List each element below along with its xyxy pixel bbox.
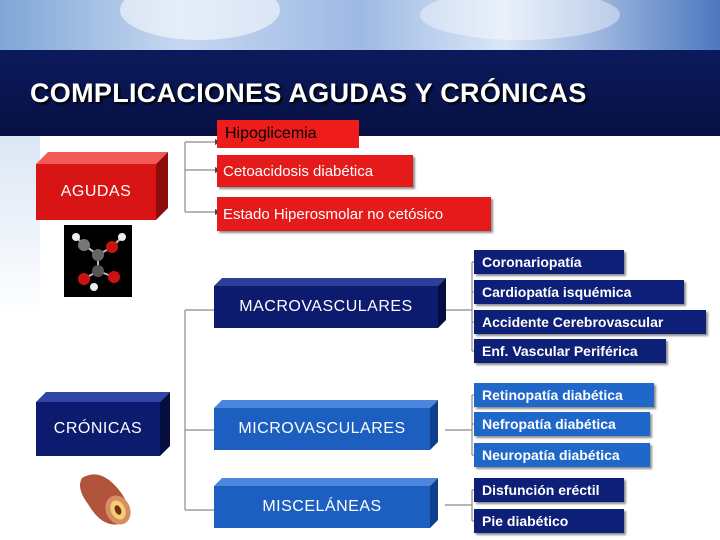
left-decor-strip — [0, 136, 40, 316]
item-coronariopatia: Coronariopatía — [474, 250, 624, 274]
banner-glow — [420, 0, 620, 40]
item-estado-hiperosmolar: Estado Hiperosmolar no cetósico — [217, 197, 491, 231]
group-miscelaneas-label: MISCELÁNEAS — [262, 498, 382, 515]
category-agudas-label: AGUDAS — [60, 183, 132, 200]
item-neuropatia: Neuropatía diabética — [474, 443, 650, 467]
category-cronicas-shape — [36, 392, 170, 456]
group-microvasculares-label: MICROVASCULARES — [238, 420, 406, 437]
item-nefropatia: Nefropatía diabética — [474, 412, 650, 436]
item-pie-diabetico: Pie diabético — [474, 509, 624, 533]
blood-vessel-icon — [72, 460, 142, 530]
molecule-icon — [64, 225, 132, 297]
group-macrovasculares-shape — [214, 278, 446, 328]
item-cetoacidosis: Cetoacidosis diabética — [217, 155, 413, 187]
item-retinopatia: Retinopatía diabética — [474, 383, 654, 407]
page-title: COMPLICACIONES AGUDAS Y CRÓNICAS — [30, 78, 587, 108]
item-enf-vascular-periferica: Enf. Vascular Periférica — [474, 339, 666, 363]
group-miscelaneas: MISCELÁNEAS — [214, 478, 438, 528]
item-disfuncion-erectil: Disfunción eréctil — [474, 478, 624, 502]
item-hipoglicemia: Hipoglicemia — [217, 120, 359, 148]
category-agudas-shape — [36, 152, 168, 220]
molecule-graphic — [72, 233, 126, 291]
title-bar — [0, 50, 720, 136]
category-agudas: AGUDAS — [36, 152, 168, 220]
group-microvasculares-shape — [214, 400, 438, 450]
blood-vessel-graphic — [80, 474, 131, 525]
item-accidente-cerebrovascular: Accidente Cerebrovascular — [474, 310, 706, 334]
header-banner — [0, 0, 720, 50]
group-macrovasculares: MACROVASCULARES — [214, 278, 446, 328]
category-cronicas-label: CRÓNICAS — [53, 420, 143, 437]
group-microvasculares: MICROVASCULARES — [214, 400, 438, 450]
item-cardiopatia-isquemica: Cardiopatía isquémica — [474, 280, 684, 304]
category-cronicas: CRÓNICAS — [36, 392, 170, 456]
group-macrovasculares-label: MACROVASCULARES — [239, 298, 413, 315]
group-miscelaneas-shape — [214, 478, 438, 528]
